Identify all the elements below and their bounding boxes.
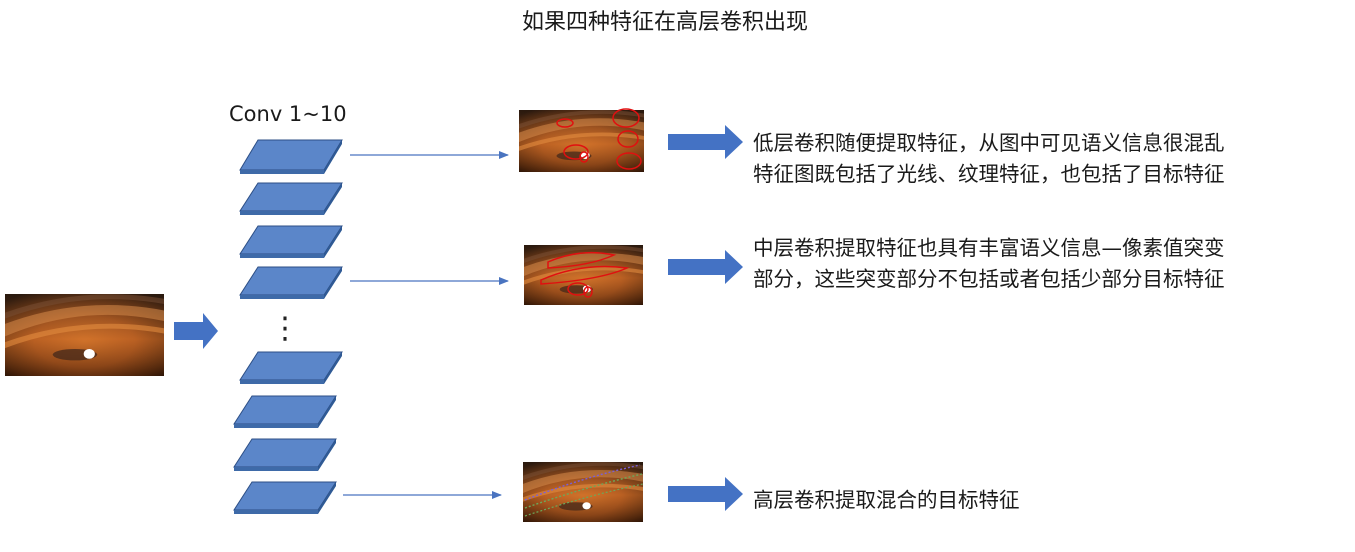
highlight-circle <box>567 282 589 296</box>
conv-layer-2 <box>239 182 343 215</box>
description-low-level-line-1: 低层卷积随便提取特征，从图中可见语义信息很混乱 <box>753 131 1225 155</box>
target-feature-curve <box>524 473 643 509</box>
feature-map-high-level <box>517 462 644 522</box>
input-block-arrow <box>174 313 218 349</box>
conv-layers-label: Conv 1~10 <box>229 102 347 126</box>
highlight-circle <box>617 130 639 148</box>
description-low-level-line-2: 特征图既包括了光线、纹理特征，也包括了目标特征 <box>753 162 1225 186</box>
target-feature-curve <box>524 464 641 501</box>
conv-layer-5 <box>239 351 343 384</box>
highlight-contour <box>547 251 617 269</box>
description-mid-level-line-2: 部分，这些突变部分不包括或者包括少部分目标特征 <box>753 267 1225 291</box>
block-arrow-high-level <box>668 477 743 511</box>
target-feature-curve <box>524 483 644 517</box>
description-mid-level: 中层卷积提取特征也具有丰富语义信息—像素值突变 部分，这些突变部分不包括或者包括… <box>753 233 1225 295</box>
highlight-circle <box>563 144 589 160</box>
description-high-level-line-1: 高层卷积提取混合的目标特征 <box>753 488 1020 512</box>
input-eye-image <box>0 294 177 376</box>
highlight-circle <box>579 151 589 163</box>
highlight-circle <box>583 286 593 298</box>
conv-layer-7 <box>233 438 337 471</box>
highlight-contour <box>540 265 630 285</box>
ellipsis-dots: ⋮ <box>270 311 300 346</box>
description-low-level: 低层卷积随便提取特征，从图中可见语义信息很混乱 特征图既包括了光线、纹理特征，也… <box>753 128 1225 190</box>
highlight-circle <box>556 118 574 128</box>
feature-map-low-level <box>513 108 654 172</box>
description-mid-level-line-1: 中层卷积提取特征也具有丰富语义信息—像素值突变 <box>753 236 1225 260</box>
conv-layer-1 <box>239 139 343 174</box>
highlight-circle <box>612 108 640 128</box>
conv-layer-3 <box>239 225 343 258</box>
feature-map-mid-level <box>518 245 652 305</box>
page-title: 如果四种特征在高层卷积出现 <box>521 10 808 35</box>
conv-layer-8 <box>233 481 337 514</box>
block-arrow-low-level <box>668 125 743 159</box>
block-arrow-mid-level <box>668 250 743 284</box>
conv-layer-6 <box>233 395 337 428</box>
highlight-circle <box>616 152 642 170</box>
description-high-level: 高层卷积提取混合的目标特征 <box>753 485 1020 516</box>
conv-layer-4 <box>239 266 343 299</box>
